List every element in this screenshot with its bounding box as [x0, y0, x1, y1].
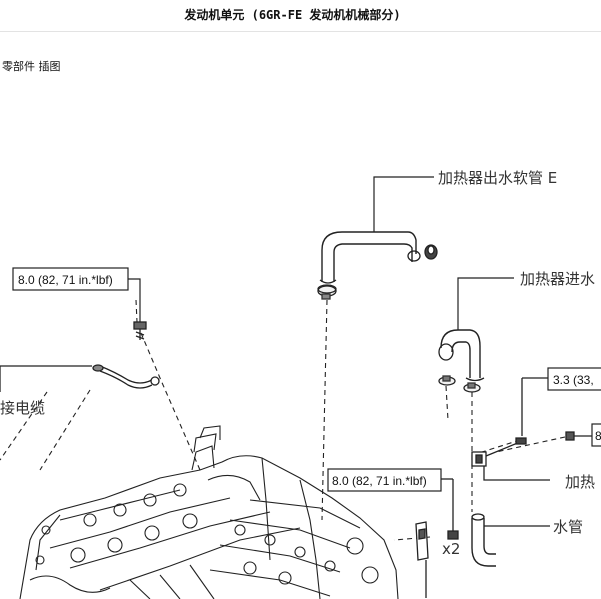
- torque-spec-box: [327, 468, 442, 492]
- hose-clamp-drawing: [317, 284, 337, 300]
- bracket-drawing: [471, 441, 550, 481]
- torque-spec-box: [547, 367, 601, 391]
- ground-cable-drawing: [0, 364, 160, 392]
- label-heater-outlet-hose: 加热器出水软管 E: [438, 169, 557, 187]
- bolt-drawing: [565, 431, 592, 441]
- torque-spec-box: [12, 267, 129, 291]
- bolt-drawing: [515, 377, 548, 445]
- torque-spec-right-small: 8: [595, 429, 601, 443]
- label-heater-bracket: 加热: [565, 473, 595, 491]
- engine-block-drawing: [19, 425, 399, 599]
- torque-spec-left: 8.0 (82, 71 in.*lbf): [18, 273, 113, 287]
- torque-spec-right-top: 3.3 (33,: [553, 373, 594, 387]
- bolt-drawing: [441, 478, 459, 540]
- hose-clamp-drawing: [438, 375, 456, 386]
- torque-spec-box: [591, 423, 601, 447]
- torque-spec-center: 8.0 (82, 71 in.*lbf): [332, 474, 427, 488]
- heater-outlet-hose-drawing: [319, 231, 421, 284]
- header-divider: [0, 31, 601, 32]
- bolt-drawing: [133, 321, 147, 340]
- label-cable: 接电缆: [0, 399, 45, 417]
- hose-clamp-drawing: [463, 382, 481, 393]
- bolt-drawing: [415, 521, 429, 598]
- hose-clamp-drawing: [424, 244, 438, 260]
- water-pipe-drawing: [471, 513, 550, 567]
- page-title: 发动机单元 (6GR-FE 发动机机械部分): [184, 8, 401, 22]
- label-heater-inlet: 加热器进水: [520, 270, 595, 288]
- section-label: 零部件 插图: [2, 60, 61, 73]
- heater-inlet-hose-drawing: [438, 329, 485, 382]
- quantity-mark: x2: [442, 540, 460, 558]
- label-water-pipe: 水管: [553, 518, 583, 536]
